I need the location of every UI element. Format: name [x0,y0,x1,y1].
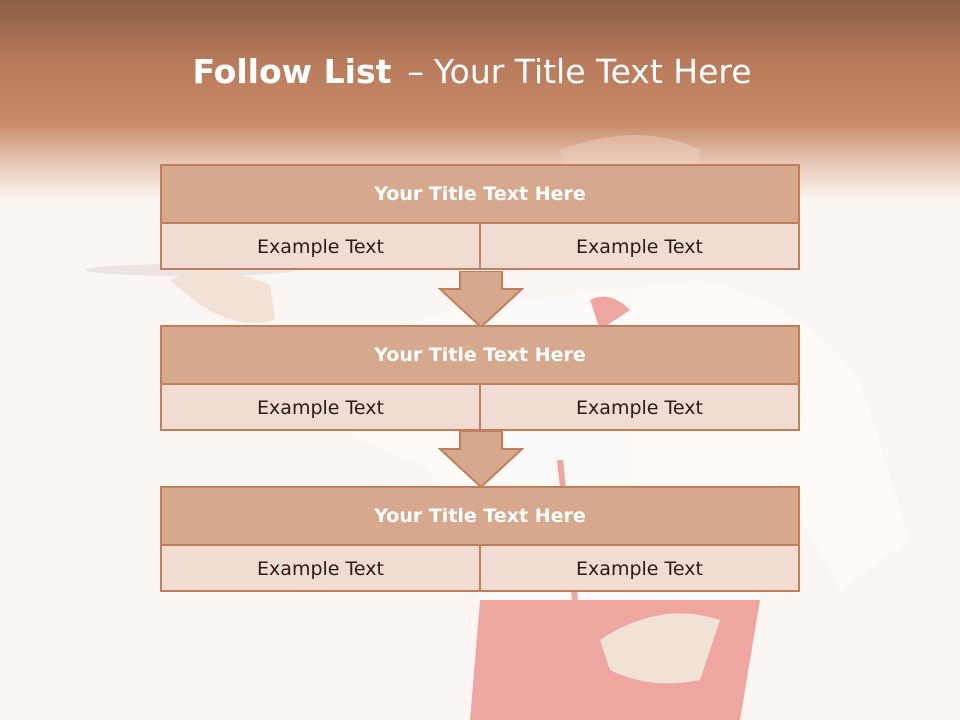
block-title: Your Title Text Here [162,488,798,546]
title-bold-part: Follow List [192,52,392,91]
block-cell-left: Example Text [257,236,384,258]
block-cell-left: Example Text [257,558,384,580]
block-title: Your Title Text Here [162,166,798,224]
title-dash: – [407,52,424,91]
slide-title: Follow List–Your Title Text Here [0,52,944,91]
follow-block-1: Your Title Text Here Example Text Exampl… [160,164,800,270]
block-title: Your Title Text Here [162,327,798,385]
block-row: Example Text Example Text [162,385,798,431]
block-cell-right: Example Text [479,385,798,431]
block-cell-right: Example Text [479,224,798,270]
follow-block-3: Your Title Text Here Example Text Exampl… [160,486,800,592]
down-arrow-icon [438,431,524,489]
block-cell-right: Example Text [479,546,798,592]
block-row: Example Text Example Text [162,546,798,592]
block-cell-left: Example Text [257,397,384,419]
follow-block-2: Your Title Text Here Example Text Exampl… [160,325,800,431]
block-row: Example Text Example Text [162,224,798,270]
title-rest-part: Your Title Text Here [433,52,752,91]
down-arrow-icon [438,271,524,329]
